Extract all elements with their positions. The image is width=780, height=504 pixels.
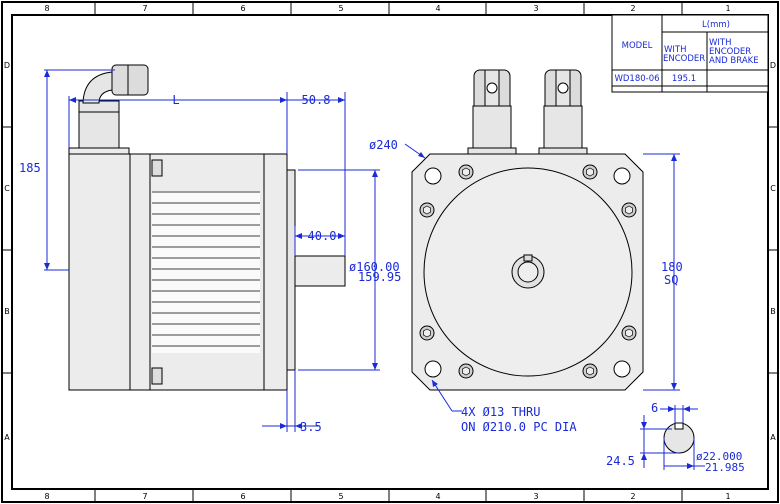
height-185-label: 185 — [19, 161, 41, 175]
shaft-dia-upper: ø22.000 — [696, 450, 742, 463]
front-connectors — [467, 69, 588, 155]
column-label: 4 — [435, 492, 440, 501]
side-dimensions: L 50.8 185 40.0 ø160.00 159.95 3.5 — [19, 69, 401, 434]
pilot-dia-lower: 159.95 — [358, 270, 401, 284]
cooling-fins — [152, 191, 260, 353]
flange-bolts — [419, 164, 637, 379]
front-dimensions: ø240 180 SQ 4X Ø13 THRU ON Ø210.0 PC DIA — [369, 138, 683, 434]
key-width-label: 6 — [651, 401, 658, 415]
row-label: D — [770, 61, 776, 70]
column-label: 1 — [725, 492, 730, 501]
column-label: 1 — [725, 4, 730, 13]
title-block-header: L(mm) — [702, 20, 730, 30]
title-block: L(mm) MODEL WITH ENCODER WITH ENCODER AN… — [611, 14, 769, 93]
title-block-encoder-heading: WITH — [664, 45, 687, 55]
title-block-encoder-value: 195.1 — [672, 74, 696, 84]
column-label: 4 — [435, 4, 440, 13]
holes-callout-line1: 4X Ø13 THRU — [461, 405, 540, 419]
cable-connector — [68, 64, 149, 155]
shaft-length-label: 40.0 — [308, 229, 337, 243]
row-label: C — [770, 184, 776, 193]
motor-side-view — [68, 64, 346, 391]
row-label: C — [4, 184, 10, 193]
row-label: D — [4, 61, 10, 70]
title-block-model-heading: MODEL — [622, 41, 653, 51]
length-l-label: L — [172, 93, 179, 107]
column-label: 8 — [44, 4, 49, 13]
column-label: 8 — [44, 492, 49, 501]
flange-dia-label: ø240 — [369, 138, 398, 152]
pilot-dia-upper: ø160.00 — [349, 260, 400, 274]
holes-callout-line2: ON Ø210.0 PC DIA — [461, 420, 577, 434]
title-block-brake-heading: AND BRAKE — [709, 56, 759, 66]
shaft-dia-lower: 21.985 — [705, 461, 745, 474]
shaft-offset-label: 50.8 — [302, 93, 331, 107]
row-label: B — [770, 307, 776, 316]
column-label: 2 — [630, 492, 635, 501]
column-label: 2 — [630, 4, 635, 13]
flange-thickness-label: 3.5 — [300, 420, 322, 434]
column-label: 3 — [533, 492, 538, 501]
motor-front-view — [411, 69, 644, 391]
row-label: A — [4, 433, 10, 442]
title-block-model-value: WD180-06 — [614, 74, 659, 84]
column-label: 6 — [240, 4, 245, 13]
key-depth-label: 24.5 — [606, 454, 635, 468]
shaft-section-detail: 6 24.5 ø22.000 21.985 — [606, 401, 745, 474]
title-block-encoder-heading: ENCODER — [663, 54, 705, 64]
column-label: 7 — [142, 492, 147, 501]
column-label: 5 — [338, 492, 343, 501]
square-dim-label: 180 — [661, 260, 683, 274]
column-label: 7 — [142, 4, 147, 13]
column-label: 5 — [338, 4, 343, 13]
column-label: 3 — [533, 4, 538, 13]
column-label: 6 — [240, 492, 245, 501]
row-label: B — [4, 307, 10, 316]
title-block-brake-heading: ENCODER — [709, 47, 751, 57]
square-dim-label: SQ — [664, 273, 678, 287]
title-block-brake-heading: WITH — [709, 38, 732, 48]
row-label: A — [770, 433, 776, 442]
